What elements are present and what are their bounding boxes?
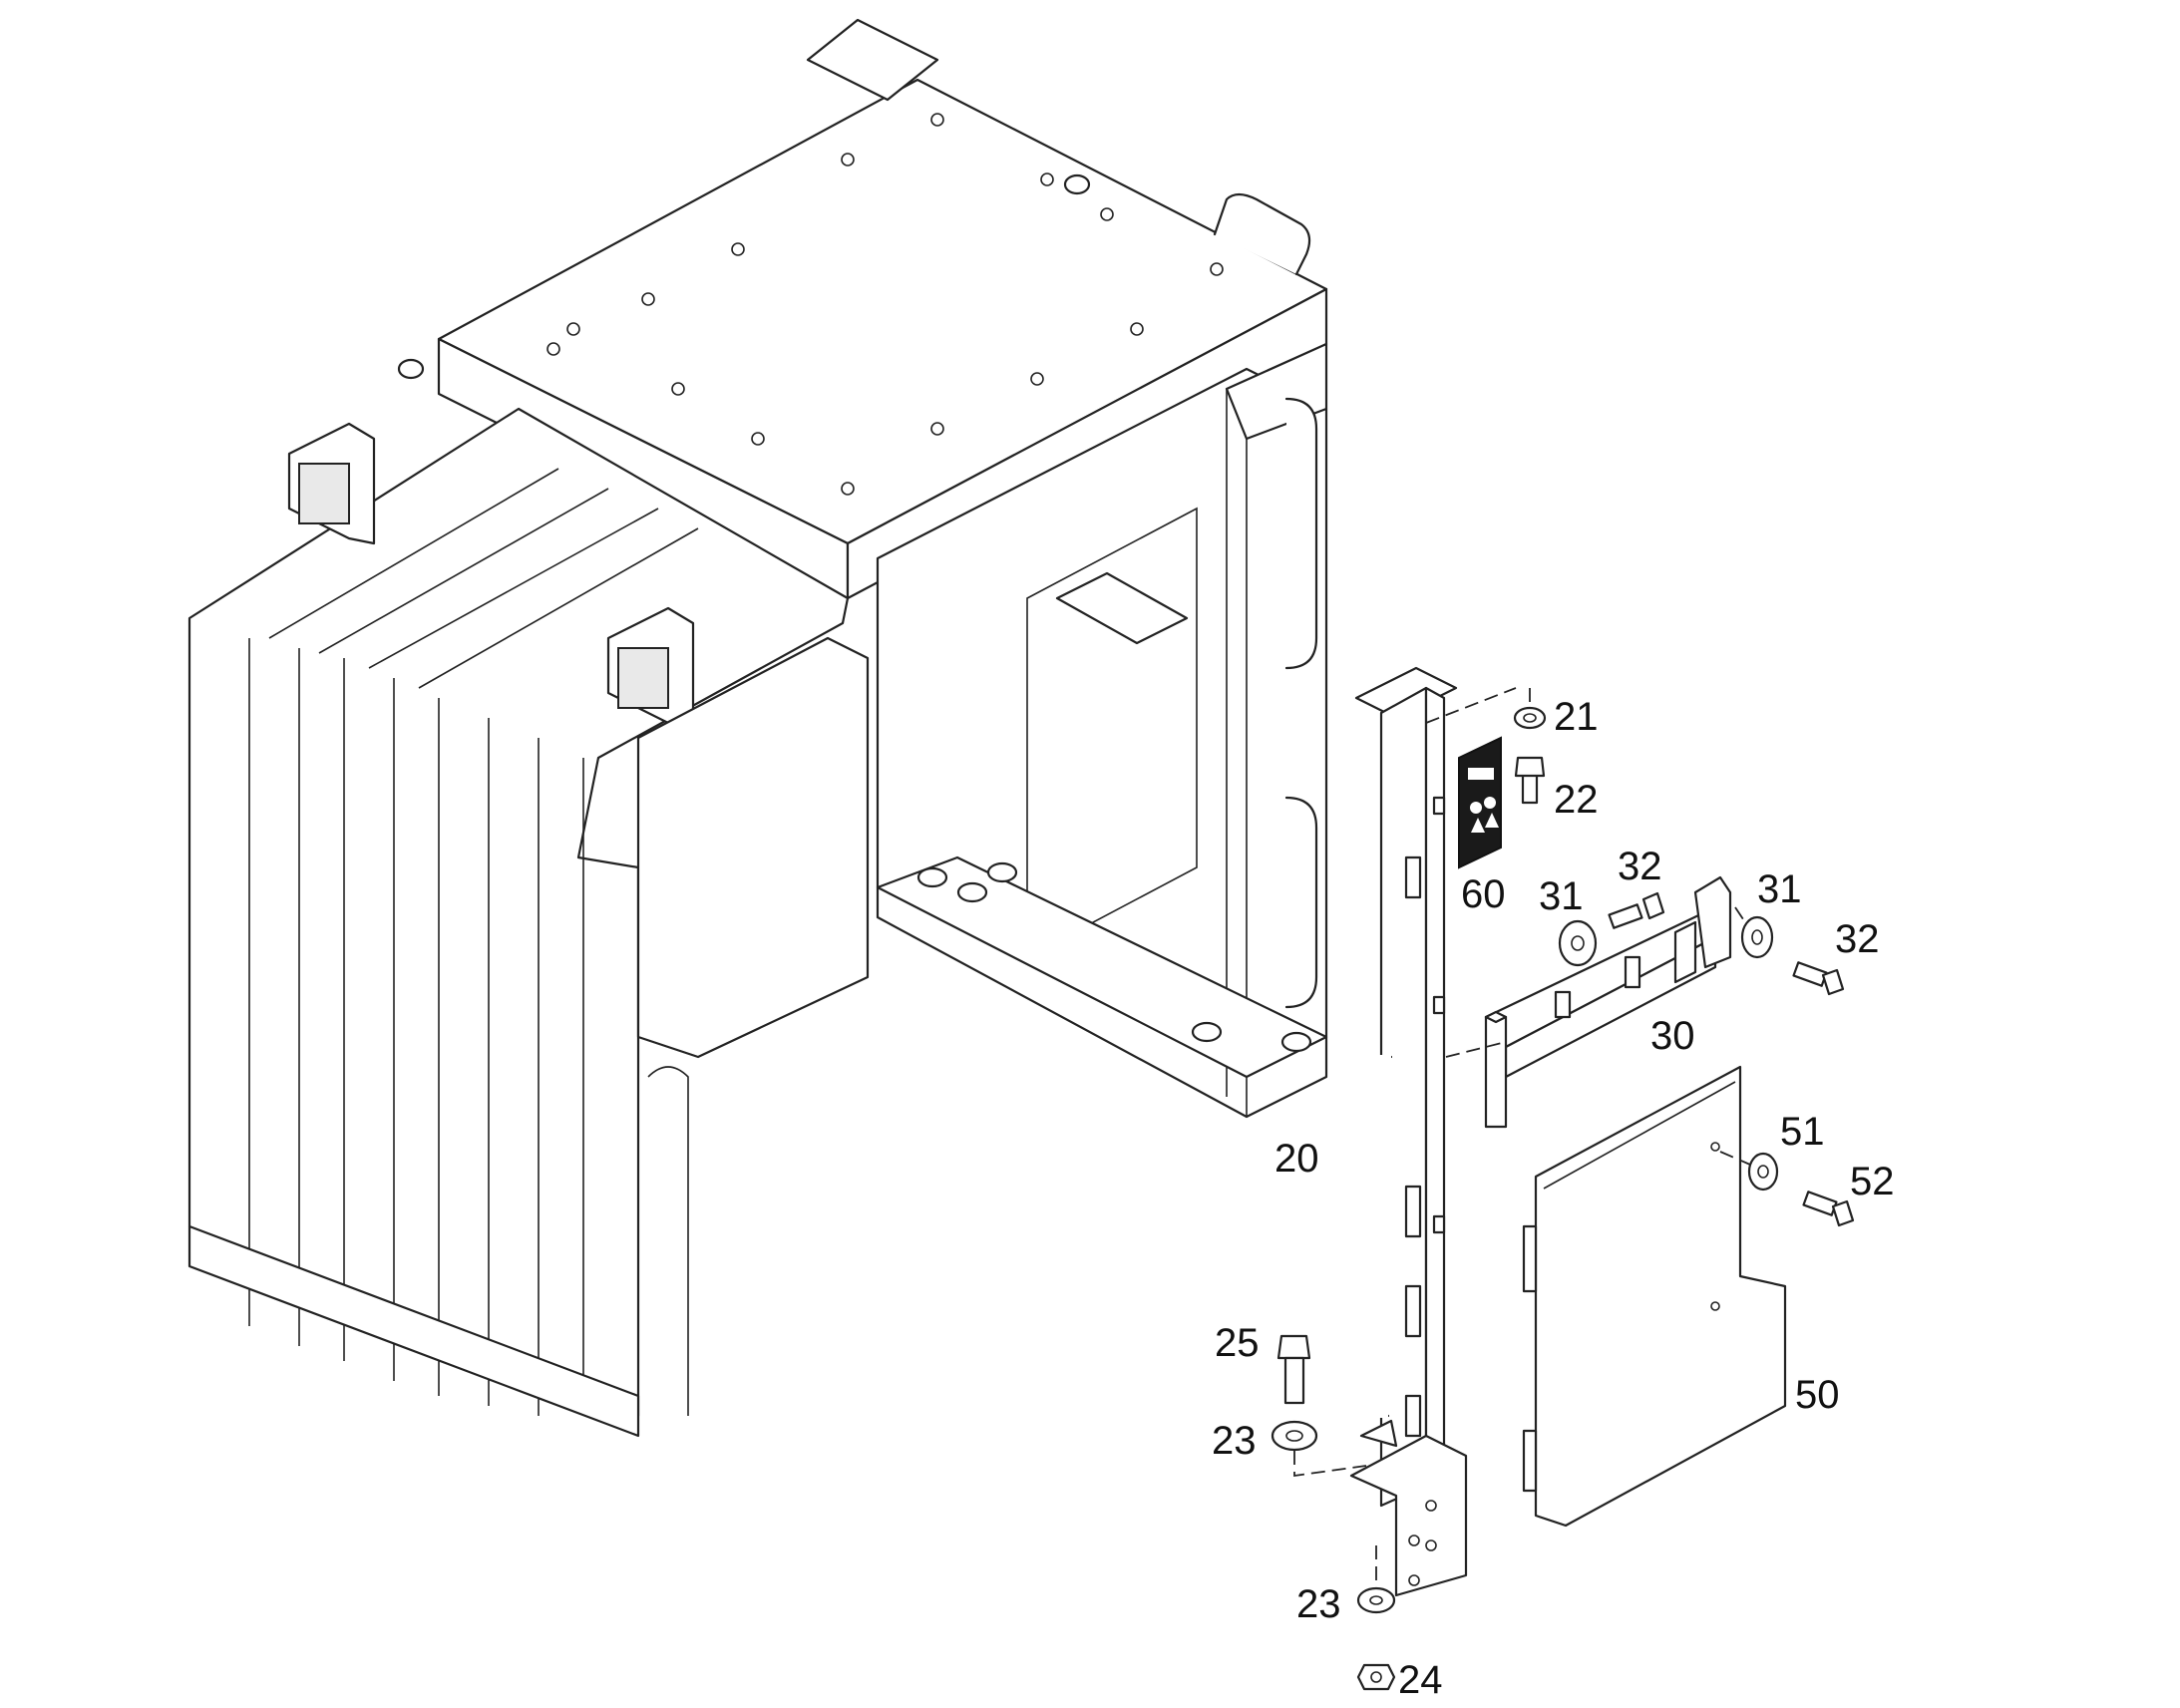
callout-30: 30 <box>1650 1014 1695 1058</box>
part-31-washer-right <box>1740 915 1774 959</box>
callout-60: 60 <box>1461 872 1506 916</box>
part-20-post <box>1334 666 1468 1597</box>
callout-25: 25 <box>1215 1321 1260 1365</box>
callout-50: 50 <box>1795 1373 1840 1417</box>
part-32-bolt-right <box>1792 961 1845 996</box>
part-21-washer <box>1513 706 1547 730</box>
callout-24: 24 <box>1398 1658 1443 1702</box>
callout-52: 52 <box>1850 1160 1895 1203</box>
part-50-cover <box>1522 1065 1787 1528</box>
work-lamp-left <box>287 422 376 545</box>
part-25-bolt <box>1276 1334 1311 1405</box>
part-32-bolt-left <box>1608 891 1665 929</box>
callout-22: 22 <box>1554 778 1599 822</box>
part-52-bolt <box>1802 1191 1855 1227</box>
callout-21: 21 <box>1554 695 1599 739</box>
part-60-decal <box>1458 736 1502 869</box>
callout-23-bottom: 23 <box>1296 1582 1341 1626</box>
callout-32-left: 32 <box>1618 845 1662 888</box>
callout-23-top: 23 <box>1212 1419 1257 1463</box>
part-30-bracket <box>1484 875 1732 1129</box>
callout-20: 20 <box>1274 1137 1319 1181</box>
part-24-nut <box>1356 1663 1396 1691</box>
callout-31-left: 31 <box>1539 874 1584 918</box>
part-31-washer-left <box>1558 919 1598 967</box>
callout-labels: 20 21 22 23 23 24 25 30 31 31 32 32 50 5… <box>1212 695 1895 1702</box>
callout-51: 51 <box>1780 1110 1825 1154</box>
part-23-washer-bottom <box>1356 1586 1396 1614</box>
part-22-bolt <box>1514 756 1546 805</box>
callout-31-right: 31 <box>1757 867 1802 911</box>
part-23-washer-top <box>1271 1420 1318 1452</box>
part-51-washer <box>1747 1152 1779 1192</box>
machine-frame <box>187 18 1328 1438</box>
callout-32-right: 32 <box>1835 917 1880 961</box>
